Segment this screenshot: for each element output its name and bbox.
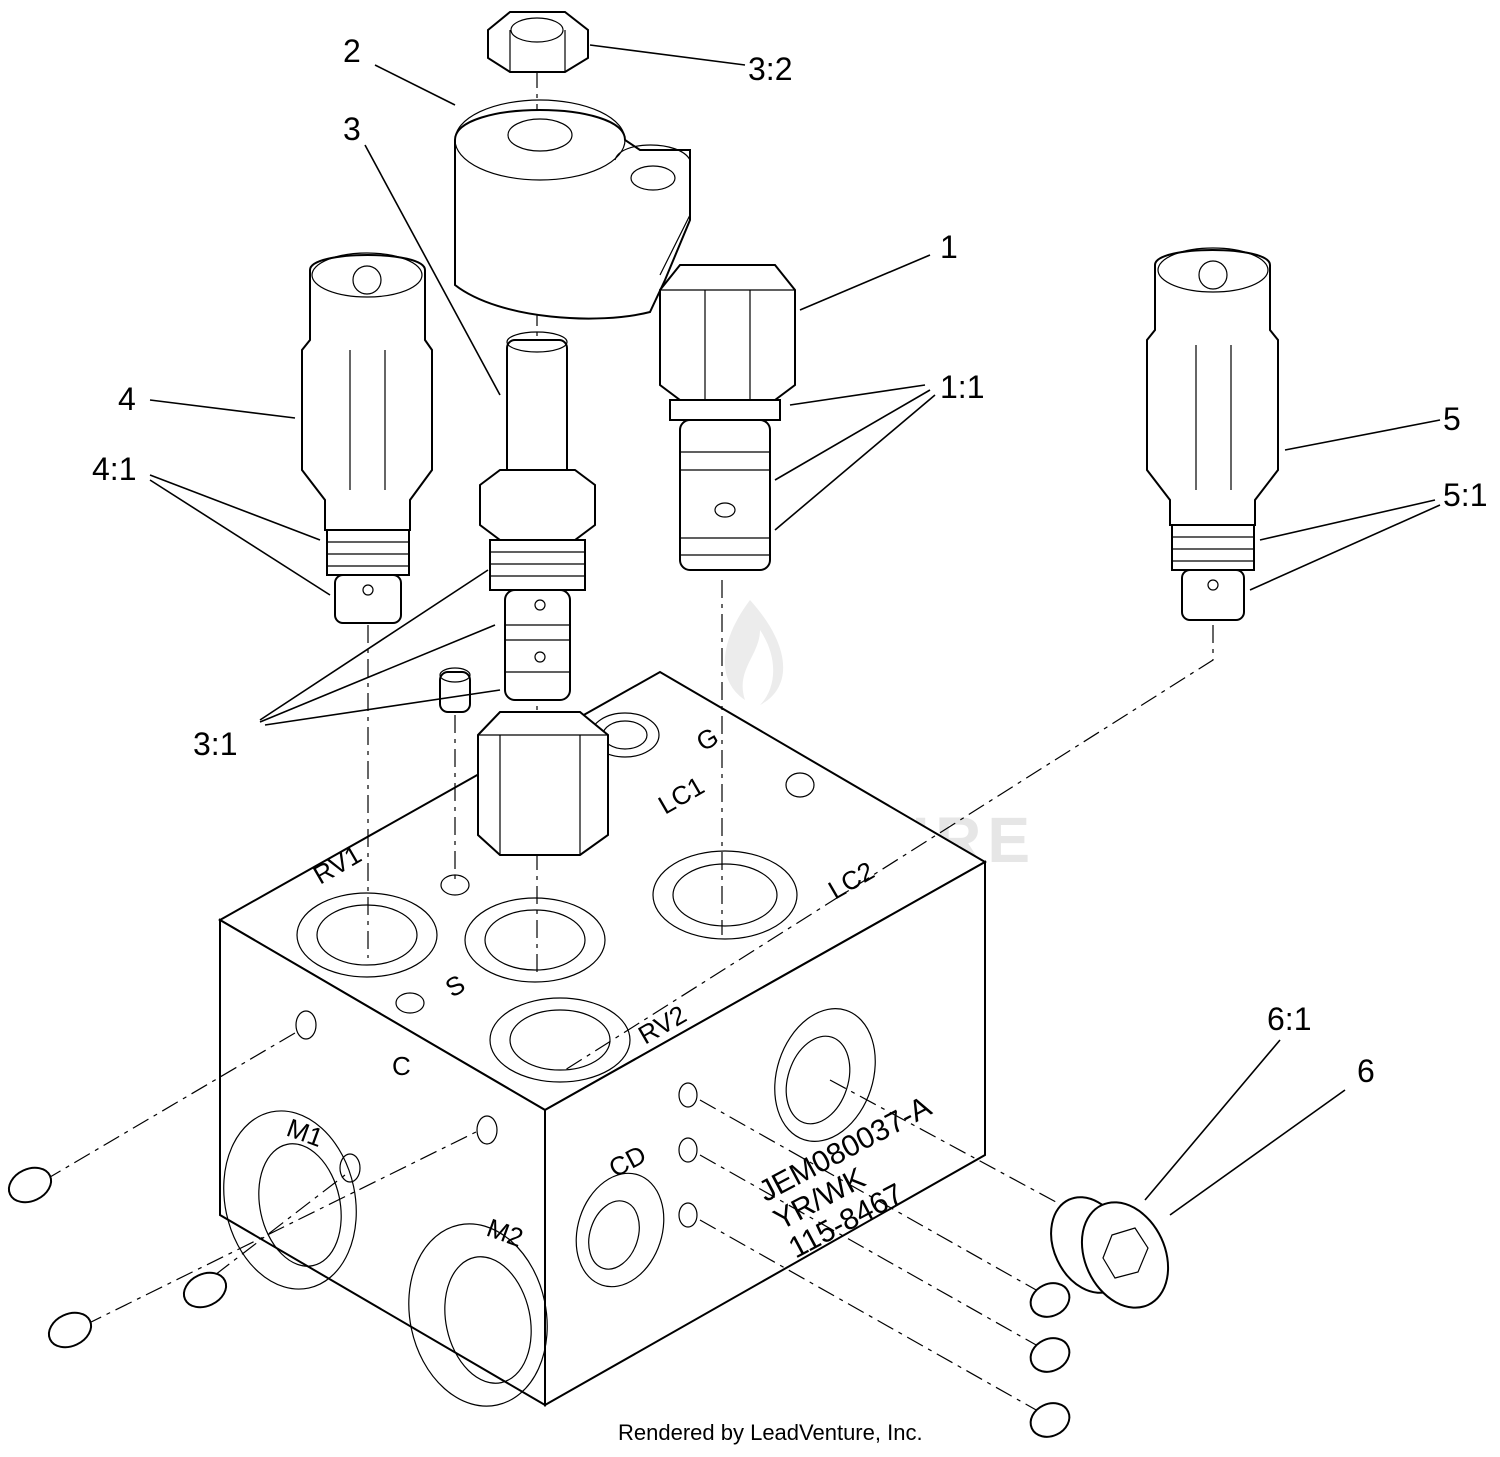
callout-3-2: 3:2 xyxy=(748,51,792,87)
callout-3: 3 xyxy=(343,111,361,147)
set-screws xyxy=(7,1166,1071,1438)
callout-5: 5 xyxy=(1443,401,1461,437)
callout-5-1: 5:1 xyxy=(1443,477,1487,513)
small-seal xyxy=(439,667,471,713)
callout-1: 1 xyxy=(940,229,958,265)
callout-3-1: 3:1 xyxy=(193,726,237,762)
callout-6: 6 xyxy=(1357,1053,1375,1089)
part-2-coil xyxy=(454,99,691,320)
callout-4-1: 4:1 xyxy=(92,451,136,487)
callout-6-1: 6:1 xyxy=(1267,1001,1311,1037)
callout-labels: 2 3 3:2 1 1:1 4 4:1 5 5:1 3:1 6:1 6 xyxy=(92,33,1487,1089)
flame-logo-icon xyxy=(724,600,784,705)
manifold-hex-plug xyxy=(477,711,609,856)
port-label-c: C xyxy=(392,1051,411,1081)
part-1-check-valve xyxy=(659,264,796,571)
part-4-relief-valve xyxy=(301,252,433,624)
callout-2: 2 xyxy=(343,33,361,69)
leader-lines xyxy=(149,44,1441,1216)
manifold-right-face xyxy=(544,860,986,1407)
render-credit: Rendered by LeadVenture, Inc. xyxy=(618,1420,923,1445)
callout-1-1: 1:1 xyxy=(940,369,984,405)
callout-4: 4 xyxy=(118,381,136,417)
part-6-plug xyxy=(1050,1196,1170,1309)
part-5-relief-valve xyxy=(1146,247,1279,621)
part-3-2-nut xyxy=(487,11,589,73)
part-3-cartridge xyxy=(479,331,596,701)
